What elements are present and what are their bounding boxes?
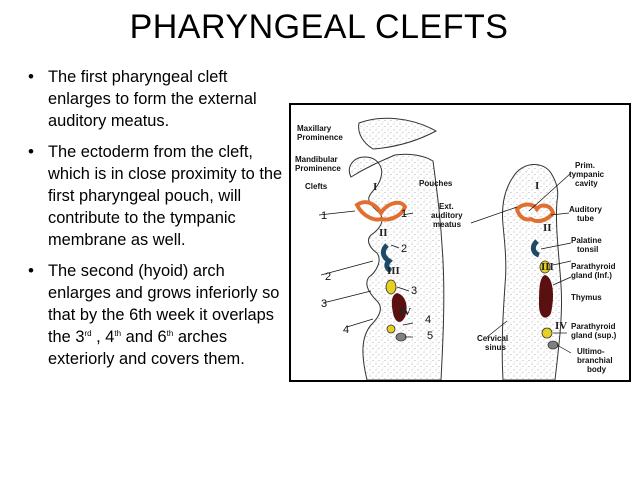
right-numeral-ii: II — [543, 222, 552, 234]
left-numeral-i: I — [373, 181, 377, 193]
cleft-number-2: 2 — [325, 271, 331, 283]
cleft-number-4: 4 — [343, 324, 349, 336]
left-numeral-iv: IV — [399, 306, 411, 318]
bullet-3-text-a: The second (hyoid) arch enlarges and gro… — [48, 262, 280, 346]
left-numeral-ii: II — [379, 227, 388, 239]
left-parathyroid-sup — [386, 324, 396, 334]
label-cervical-2: sinus — [485, 343, 506, 352]
right-parathyroid-inf — [539, 260, 551, 274]
label-maxillary-2: Prominence — [297, 133, 343, 142]
label-thymus: Thymus — [571, 293, 602, 302]
label-cervical-1: Cervical — [477, 334, 508, 343]
right-ultimobranchial — [547, 340, 559, 350]
right-thymus — [539, 275, 553, 318]
pouch-number-3: 3 — [411, 285, 417, 297]
label-palatine-2: tonsil — [577, 245, 598, 254]
left-numeral-iii: III — [387, 265, 400, 277]
right-pouch-1 — [514, 202, 556, 223]
right-parathyroid-sup — [541, 327, 553, 339]
cleft-number-3: 3 — [321, 298, 327, 310]
pouch-number-2: 2 — [401, 243, 407, 255]
label-parathyroid-sup-1: Parathyroid — [571, 322, 616, 331]
label-prim-3: cavity — [575, 179, 598, 188]
pouch-number-5: 5 — [427, 330, 433, 342]
label-ext-3: meatus — [433, 220, 462, 229]
label-clefts: Clefts — [305, 182, 328, 191]
label-ext-2: auditory — [431, 211, 463, 220]
left-pouch-2 — [380, 243, 393, 274]
cleft-number-1: 1 — [321, 210, 327, 222]
bullet-list: The first pharyngeal cleft enlarges to f… — [26, 66, 288, 379]
label-mandibular-1: Mandibular — [295, 155, 338, 164]
slide-title: PHARYNGEAL CLEFTS — [129, 8, 509, 46]
right-numeral-iii: III — [541, 261, 554, 273]
label-parathyroid-sup-2: gland (sup.) — [571, 331, 617, 340]
label-pouches: Pouches — [419, 179, 453, 188]
bullet-3-text-d: arches exteriorly and covers them. — [48, 328, 245, 368]
label-parathyroid-inf-2: gland (Inf.) — [571, 271, 612, 280]
left-ultimobranchial — [395, 332, 407, 342]
maxillary-prominence-shape — [358, 117, 438, 150]
label-parathyroid-inf-1: Parathyroid — [571, 262, 616, 271]
label-palatine-1: Palatine — [571, 236, 602, 245]
bullet-3-sup-rd: rd — [84, 329, 92, 338]
label-auditory-2: tube — [577, 214, 594, 223]
pouch-number-1: 1 — [401, 208, 407, 220]
right-pouch-2 — [530, 239, 541, 258]
label-ultimo-2: branchial — [577, 356, 613, 365]
bullet-3-text-c: and 6 — [121, 328, 167, 346]
left-embryo-outline — [348, 153, 445, 380]
leader-lines — [318, 172, 572, 354]
left-thymus — [391, 293, 407, 322]
bullet-item-2: The ectoderm from the cleft, which is in… — [26, 141, 288, 251]
right-numeral-iv: IV — [555, 320, 567, 332]
bullet-item-1: The first pharyngeal cleft enlarges to f… — [26, 66, 288, 132]
bullet-3-sup-th-1: th — [114, 329, 122, 338]
label-ultimo-1: Ultimo- — [577, 347, 605, 356]
bullet-item-3: The second (hyoid) arch enlarges and gro… — [26, 260, 288, 370]
label-auditory-1: Auditory — [569, 205, 602, 214]
label-prim-2: tympanic — [569, 170, 605, 179]
pharyngeal-diagram: I II III IV I II III IV 1 1 2 2 3 3 4 4 … — [295, 117, 617, 380]
pouch-number-4: 4 — [425, 314, 431, 326]
label-prim-1: Prim. — [575, 161, 595, 170]
left-pouch-1 — [354, 200, 408, 222]
label-ext-1: Ext. — [439, 202, 454, 211]
embryology-figure: I II III IV I II III IV 1 1 2 2 3 3 4 4 … — [289, 103, 631, 382]
bullet-3-sup-th-2: th — [166, 329, 174, 338]
bullet-3-text-b: , 4 — [91, 328, 115, 346]
left-parathyroid-inf — [385, 279, 397, 295]
label-mandibular-2: Prominence — [295, 164, 341, 173]
label-maxillary-1: Maxillary — [297, 124, 332, 133]
right-numeral-i: I — [535, 180, 539, 192]
label-ultimo-3: body — [587, 365, 607, 374]
